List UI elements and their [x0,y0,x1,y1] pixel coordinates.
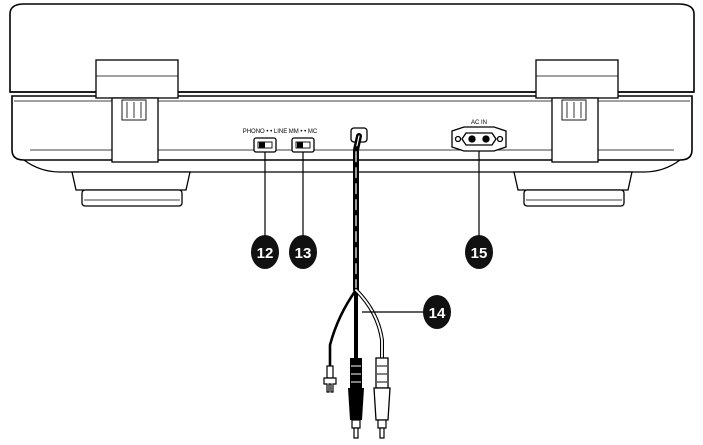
left-hinge [95,59,179,163]
svg-text:14: 14 [429,305,446,322]
callout-leaders [264,151,480,313]
svg-text:15: 15 [471,245,488,262]
right-hinge [535,59,619,163]
mm-mc-switch[interactable] [291,137,315,153]
phono-line-switch[interactable] [253,137,277,153]
rca-plug-black [348,358,364,439]
ground-spade-connector [323,365,337,393]
callout-15: 15 [465,235,493,269]
svg-text:13: 13 [295,245,312,262]
ac-in-socket[interactable] [451,126,507,152]
phono-line-label: PHONO • • LINE [243,129,288,135]
left-foot [71,171,191,207]
callout-12: 12 [251,235,279,269]
mm-mc-label: MM • • MC [289,129,318,135]
right-foot [513,171,633,207]
rca-plug-white [373,357,391,439]
callout-13: 13 [289,235,317,269]
rca-cable [328,133,384,370]
svg-text:12: 12 [257,245,274,262]
dust-cover [9,3,695,93]
callout-14: 14 [423,295,451,329]
ac-in-label: AC IN [471,120,487,126]
